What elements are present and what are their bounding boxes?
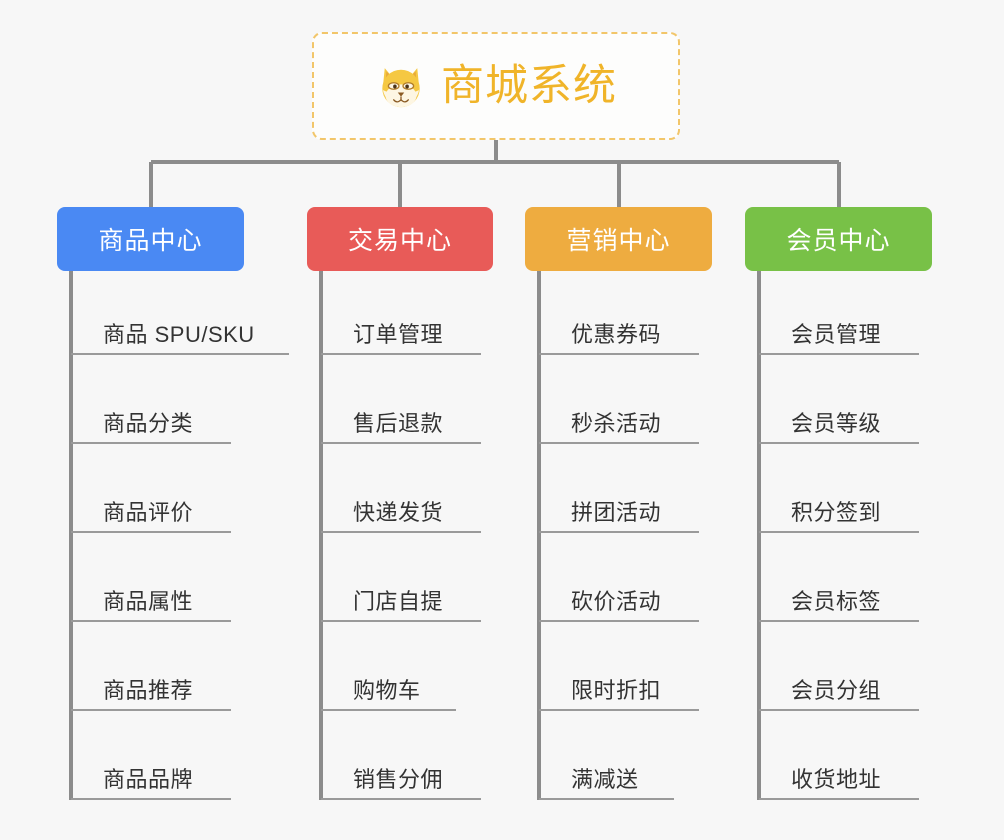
leaf-item[interactable]: 购物车 bbox=[321, 655, 456, 711]
leaf-item-label: 商品推荐 bbox=[103, 678, 194, 703]
leaf-item[interactable]: 会员标签 bbox=[759, 566, 919, 622]
leaf-item[interactable]: 商品评价 bbox=[71, 477, 231, 533]
leaf-item-label: 积分签到 bbox=[791, 500, 882, 525]
leaf-item[interactable]: 拼团活动 bbox=[539, 477, 699, 533]
leaf-item[interactable]: 订单管理 bbox=[321, 299, 481, 355]
leaf-item[interactable]: 商品属性 bbox=[71, 566, 231, 622]
category-header-label: 营销中心 bbox=[566, 227, 671, 255]
category-header-label: 会员中心 bbox=[786, 227, 891, 255]
leaf-item-label: 优惠券码 bbox=[571, 322, 662, 347]
leaf-item[interactable]: 销售分佣 bbox=[321, 744, 481, 800]
root-node[interactable]: 商城系统 bbox=[312, 32, 680, 140]
leaf-item-label: 会员等级 bbox=[791, 411, 882, 436]
leaf-item-label: 商品分类 bbox=[103, 411, 194, 436]
leaf-item-label: 快递发货 bbox=[353, 500, 444, 525]
leaf-item-label: 收货地址 bbox=[791, 767, 882, 792]
category-header-label: 交易中心 bbox=[347, 227, 452, 255]
leaf-item-label: 订单管理 bbox=[353, 322, 444, 347]
leaf-item[interactable]: 售后退款 bbox=[321, 388, 481, 444]
leaf-item-label: 满减送 bbox=[571, 767, 639, 792]
leaf-item-label: 商品品牌 bbox=[103, 767, 194, 792]
leaf-item-label: 秒杀活动 bbox=[571, 411, 662, 436]
leaf-item-label: 售后退款 bbox=[353, 411, 444, 436]
leaf-item-label: 销售分佣 bbox=[353, 767, 444, 792]
leaf-item-label: 门店自提 bbox=[353, 589, 444, 614]
leaf-item-label: 商品 SPU/SKU bbox=[103, 322, 255, 347]
leaf-item[interactable]: 商品推荐 bbox=[71, 655, 231, 711]
leaf-item[interactable]: 会员等级 bbox=[759, 388, 919, 444]
leaf-item-label: 会员分组 bbox=[791, 678, 882, 703]
leaf-item[interactable]: 快递发货 bbox=[321, 477, 481, 533]
leaf-item[interactable]: 秒杀活动 bbox=[539, 388, 699, 444]
category-header-2[interactable]: 交易中心 bbox=[307, 207, 493, 271]
root-label: 商城系统 bbox=[441, 61, 617, 110]
leaf-item-label: 会员标签 bbox=[791, 589, 882, 614]
leaf-item-label: 商品属性 bbox=[103, 589, 194, 614]
category-header-3[interactable]: 营销中心 bbox=[525, 207, 712, 271]
leaf-item[interactable]: 商品分类 bbox=[71, 388, 231, 444]
category-header-label: 商品中心 bbox=[98, 227, 203, 255]
category-header-4[interactable]: 会员中心 bbox=[745, 207, 932, 271]
category-header-1[interactable]: 商品中心 bbox=[57, 207, 244, 271]
leaf-item[interactable]: 会员分组 bbox=[759, 655, 919, 711]
leaf-item[interactable]: 砍价活动 bbox=[539, 566, 699, 622]
leaf-item-label: 会员管理 bbox=[791, 322, 882, 347]
leaf-item-label: 商品评价 bbox=[103, 500, 194, 525]
leaf-item[interactable]: 满减送 bbox=[539, 744, 674, 800]
leaf-item[interactable]: 门店自提 bbox=[321, 566, 481, 622]
leaf-item-label: 砍价活动 bbox=[571, 589, 662, 614]
leaf-item[interactable]: 会员管理 bbox=[759, 299, 919, 355]
leaf-item[interactable]: 商品品牌 bbox=[71, 744, 231, 800]
leaf-item-label: 购物车 bbox=[353, 678, 421, 703]
shiba-dog-icon bbox=[375, 60, 427, 112]
leaf-item[interactable]: 商品 SPU/SKU bbox=[71, 299, 289, 355]
leaf-item[interactable]: 优惠券码 bbox=[539, 299, 699, 355]
leaf-item[interactable]: 收货地址 bbox=[759, 744, 919, 800]
leaf-item-label: 限时折扣 bbox=[571, 678, 662, 703]
leaf-item[interactable]: 限时折扣 bbox=[539, 655, 699, 711]
leaf-item[interactable]: 积分签到 bbox=[759, 477, 919, 533]
leaf-item-label: 拼团活动 bbox=[571, 500, 662, 525]
